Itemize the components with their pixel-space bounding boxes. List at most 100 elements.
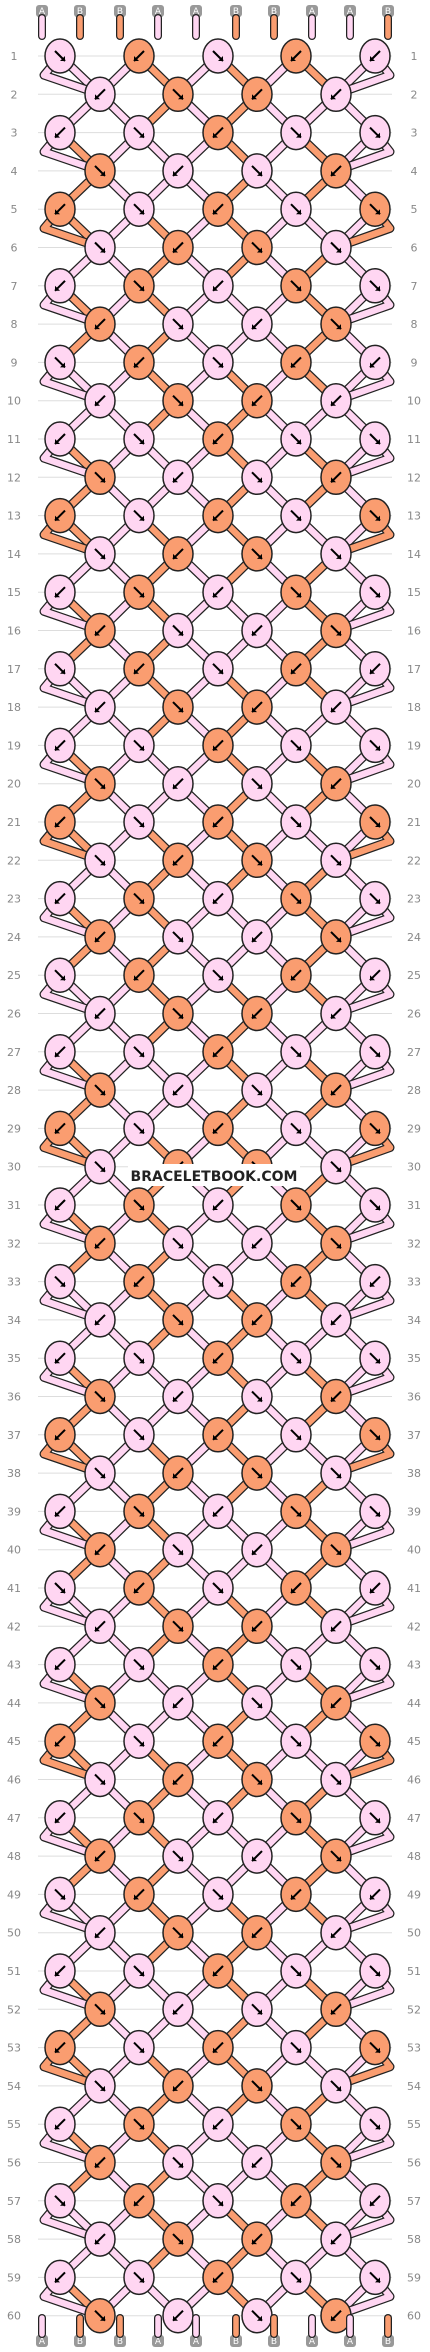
knot	[202, 727, 234, 764]
knot	[162, 306, 194, 342]
arrow-head	[336, 2085, 341, 2091]
knot	[280, 191, 312, 227]
arrow-head	[370, 1588, 375, 1593]
strand-bottom-label: B	[74, 2314, 86, 2347]
knot	[241, 153, 273, 189]
knot	[162, 229, 194, 266]
arrow-head	[370, 1894, 375, 1900]
knot	[359, 1263, 391, 1300]
arrow-head	[218, 1894, 223, 1900]
knot	[241, 1991, 273, 2028]
arrow-head	[296, 515, 301, 521]
arrow-head	[252, 324, 257, 330]
arrow-head	[375, 898, 380, 904]
knot	[202, 1646, 234, 1683]
knot	[44, 1034, 76, 1070]
arrow-head	[213, 1971, 218, 1976]
knot	[162, 1914, 194, 1951]
knot	[320, 995, 352, 1032]
arrow-head	[296, 209, 301, 215]
knot	[280, 268, 312, 304]
arrow-head	[95, 1549, 100, 1555]
strand-label-bg	[190, 2335, 202, 2347]
knot	[202, 1800, 234, 1836]
strand-label-bg	[268, 2335, 280, 2347]
strand-bottom-label: A	[344, 2314, 356, 2347]
strand-bottom-label: A	[306, 2314, 318, 2347]
arrow-head	[100, 2085, 105, 2091]
arrow-head	[375, 1971, 380, 1976]
knot	[84, 1378, 116, 1415]
arrow-head	[213, 822, 218, 827]
knot	[123, 2106, 155, 2142]
arrow-head	[296, 822, 301, 827]
knot	[280, 1953, 312, 1989]
knot	[241, 229, 273, 266]
arrow-head	[336, 860, 341, 866]
arrow-head	[178, 1319, 183, 1325]
knot	[320, 76, 352, 113]
arrow-head	[139, 132, 144, 138]
arrow-head	[60, 668, 65, 674]
knot	[84, 919, 116, 955]
knot	[84, 995, 116, 1032]
arrow-head	[296, 2277, 301, 2283]
arrow-head	[139, 1971, 144, 1976]
arrow-head	[55, 1205, 60, 1210]
knot	[202, 1570, 234, 1606]
arrow-head	[134, 1588, 139, 1593]
arrow-head	[375, 592, 380, 598]
arrow-head	[375, 745, 380, 751]
knot	[84, 1225, 116, 1262]
row-number-right: 3	[411, 127, 418, 140]
row-number-left: 32	[7, 1237, 21, 1250]
row-number-right: 54	[407, 2080, 421, 2093]
knot	[241, 1914, 273, 1951]
knot	[202, 1110, 234, 1147]
knot	[202, 651, 234, 687]
knot	[320, 1072, 352, 1108]
arrow-head	[100, 783, 105, 789]
arrow-head	[139, 1664, 144, 1670]
arrow-head	[178, 2239, 183, 2245]
knot	[123, 2183, 155, 2219]
knot	[44, 268, 76, 304]
knot	[162, 536, 194, 572]
row-number-right: 59	[407, 2271, 421, 2284]
arrow-head	[60, 56, 65, 61]
arrow-head	[296, 1511, 301, 1517]
knot	[359, 114, 391, 151]
arrow-head	[331, 1626, 336, 1632]
knot	[359, 1340, 391, 1376]
knot	[320, 1838, 352, 1874]
row-number-left: 21	[7, 816, 21, 829]
knot	[123, 2259, 155, 2296]
row-number-right: 42	[407, 1620, 421, 1633]
arrow-head	[173, 1779, 178, 1785]
arrow-head	[173, 477, 178, 483]
arrow-head	[375, 822, 380, 827]
arrow-head	[296, 439, 301, 444]
row-number-right: 9	[411, 356, 418, 369]
knot	[241, 842, 273, 879]
arrow-head	[252, 936, 257, 942]
arrow-head	[252, 1626, 257, 1632]
arrow-head	[331, 2009, 336, 2015]
knot	[44, 344, 76, 381]
knot	[162, 919, 194, 955]
knot	[320, 1148, 352, 1185]
arrow-head	[100, 1779, 105, 1785]
strand-top-label: A	[190, 5, 202, 40]
strand-label-bg	[36, 2335, 48, 2347]
arrow-head	[331, 400, 336, 406]
arrow-head	[375, 2277, 380, 2283]
arrow-head	[252, 2162, 257, 2168]
knot	[280, 574, 312, 610]
row-number-left: 60	[7, 2310, 21, 2323]
arrow-head	[60, 362, 65, 368]
strand-label-text: A	[155, 7, 162, 17]
row-number-left: 48	[7, 1850, 21, 1863]
knot	[84, 612, 116, 649]
arrow-head	[291, 1588, 296, 1593]
strand-top-label: A	[152, 5, 164, 40]
